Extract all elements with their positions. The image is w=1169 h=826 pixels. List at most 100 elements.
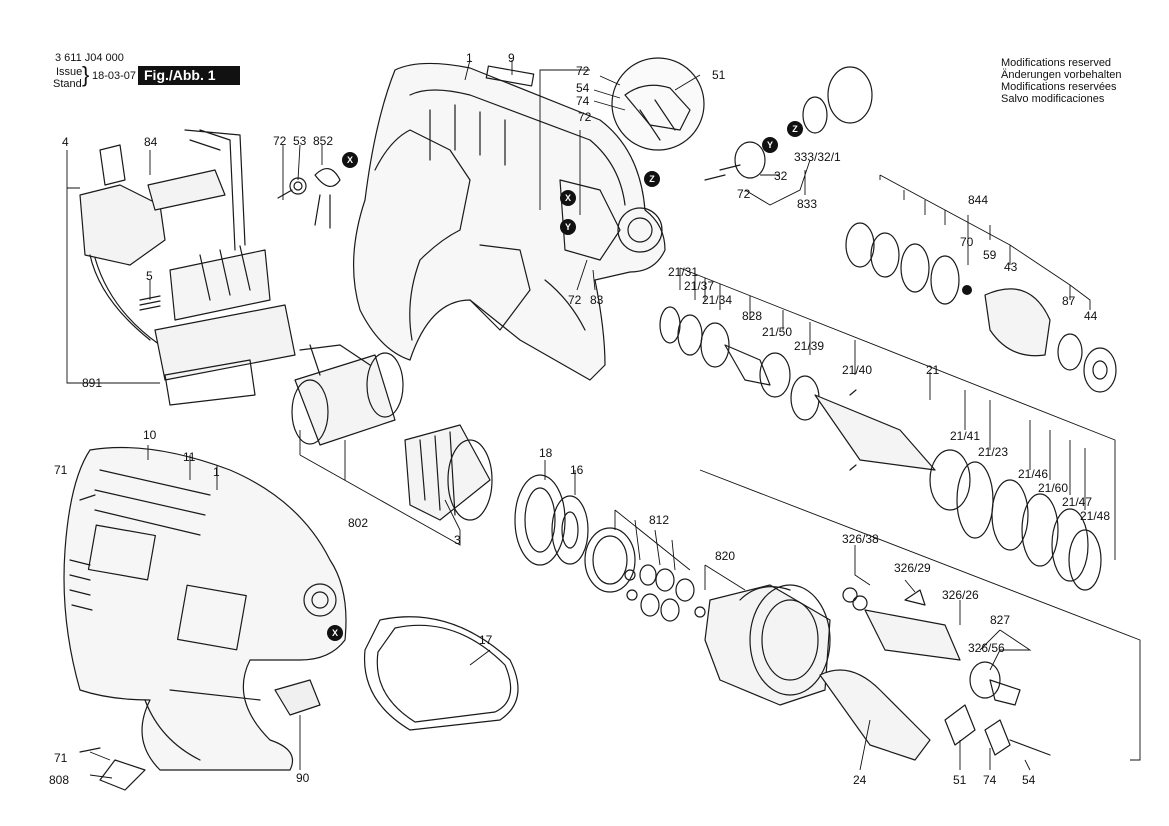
part-label: 21/39 xyxy=(794,339,824,353)
marker-z-1 xyxy=(644,171,660,187)
marker-z-1-label: Z xyxy=(649,174,655,184)
marker-z-2-label: Z xyxy=(792,124,798,134)
marker-badges: X X Y Z Y Z X xyxy=(327,121,972,641)
part-label: 10 xyxy=(143,428,157,442)
part-label: 21 xyxy=(926,363,940,377)
housing-half xyxy=(352,62,666,381)
part-label: 5 xyxy=(146,269,153,283)
part-label: 326/56 xyxy=(968,641,1005,655)
marker-x-3-label: X xyxy=(332,628,338,638)
marker-y-1-label: Y xyxy=(565,222,571,232)
figure-label: Fig./Abb. 1 xyxy=(138,66,240,85)
part-label: 21/40 xyxy=(842,363,872,377)
part-label: 71 xyxy=(54,463,68,477)
part-label: 54 xyxy=(1022,773,1036,787)
part-label: 24 xyxy=(853,773,867,787)
part-label: 21/50 xyxy=(762,325,792,339)
modifications-notice: Modifications reserved Änderungen vorbeh… xyxy=(1001,57,1121,105)
ring-18 xyxy=(514,474,566,566)
part-label: 51 xyxy=(953,773,967,787)
part-label: 827 xyxy=(990,613,1010,627)
part-label: 852 xyxy=(313,134,333,148)
marker-x-3 xyxy=(327,625,343,641)
ball-70 xyxy=(962,285,972,295)
part-label: 21/41 xyxy=(950,429,980,443)
part-label: 891 xyxy=(82,376,102,390)
part-label: 820 xyxy=(715,549,735,563)
motor-assembly xyxy=(291,344,493,521)
part-label: 87 xyxy=(1062,294,1076,308)
part-label: 59 xyxy=(983,248,997,262)
marker-y-1 xyxy=(560,219,576,235)
part-labels: 1 9 72 51 54 74 72 72 53 852 4 84 5 891 … xyxy=(49,51,1110,787)
part-label: 4 xyxy=(62,135,69,149)
stand-label: Stand xyxy=(53,78,82,90)
seal-17 xyxy=(363,616,519,731)
marker-x-1 xyxy=(342,152,358,168)
part-label: 74 xyxy=(576,94,590,108)
part-label: 51 xyxy=(712,68,726,82)
part-label: 812 xyxy=(649,513,669,527)
tool-holder xyxy=(704,66,1117,393)
part-label: 84 xyxy=(144,135,158,149)
part-label: 326/26 xyxy=(942,588,979,602)
part-label: 21/60 xyxy=(1038,481,1068,495)
part-label: 21/34 xyxy=(702,293,732,307)
gear-housing xyxy=(694,584,831,706)
part-label: 72 xyxy=(273,134,287,148)
part-label: 1 xyxy=(213,465,220,479)
housing-half-lower xyxy=(63,446,347,771)
part-label: 21/46 xyxy=(1018,467,1048,481)
part-label: 32 xyxy=(774,169,788,183)
marker-y-2-label: Y xyxy=(767,140,773,150)
modifications-es: Salvo modificaciones xyxy=(1001,93,1105,105)
ring-16 xyxy=(551,495,589,565)
part-label: 72 xyxy=(578,110,592,124)
part-label: 83 xyxy=(590,293,604,307)
part-label: 844 xyxy=(968,193,988,207)
part-label: 326/38 xyxy=(842,532,879,546)
part-label: 808 xyxy=(49,773,69,787)
part-label: 71 xyxy=(54,751,68,765)
part-label: 828 xyxy=(742,309,762,323)
doc-number: 3 611 J04 000 xyxy=(55,52,124,64)
part-label: 11 xyxy=(183,450,196,464)
marker-z-2 xyxy=(787,121,803,137)
part-label: 72 xyxy=(576,64,590,78)
issue-date: 18-03-07 xyxy=(92,70,137,82)
part-label: 72 xyxy=(737,187,751,201)
part-label: 16 xyxy=(570,463,584,477)
part-label: 90 xyxy=(296,771,310,785)
part-label: 74 xyxy=(983,773,997,787)
modifications-de: Änderungen vorbehalten xyxy=(1001,69,1122,81)
part-label: 833 xyxy=(797,197,817,211)
part-label: 326/29 xyxy=(894,561,931,575)
part-label: 21/47 xyxy=(1062,495,1092,509)
part-label: 333/32/1 xyxy=(794,150,841,164)
marker-x-2 xyxy=(560,190,576,206)
modifications-en: Modifications reserved xyxy=(1001,57,1112,69)
part-label: 72 xyxy=(568,293,582,307)
marker-x-1-label: X xyxy=(347,155,353,165)
part-label: 18 xyxy=(539,446,553,460)
part-label: 43 xyxy=(1004,260,1018,274)
part-label: 802 xyxy=(348,516,368,530)
modifications-fr: Modifications reservées xyxy=(1001,81,1117,93)
marker-x-2-label: X xyxy=(565,193,571,203)
spindle-assembly xyxy=(659,306,1102,591)
part-label: 44 xyxy=(1084,309,1098,323)
part-label: 21/31 xyxy=(668,265,698,279)
part-label: 21/48 xyxy=(1080,509,1110,523)
part-label: 53 xyxy=(293,134,307,148)
issue-label: Issue xyxy=(56,66,83,78)
part-label: 54 xyxy=(576,81,590,95)
part-label: 3 xyxy=(454,533,461,547)
planetary-gears xyxy=(584,527,695,622)
part-label: 21/23 xyxy=(978,445,1008,459)
electronics-module xyxy=(79,129,296,406)
brace: } xyxy=(82,62,90,87)
part-label: 1 xyxy=(466,51,473,65)
lower-right-parts xyxy=(79,494,1051,791)
part-label: 21/37 xyxy=(684,279,714,293)
